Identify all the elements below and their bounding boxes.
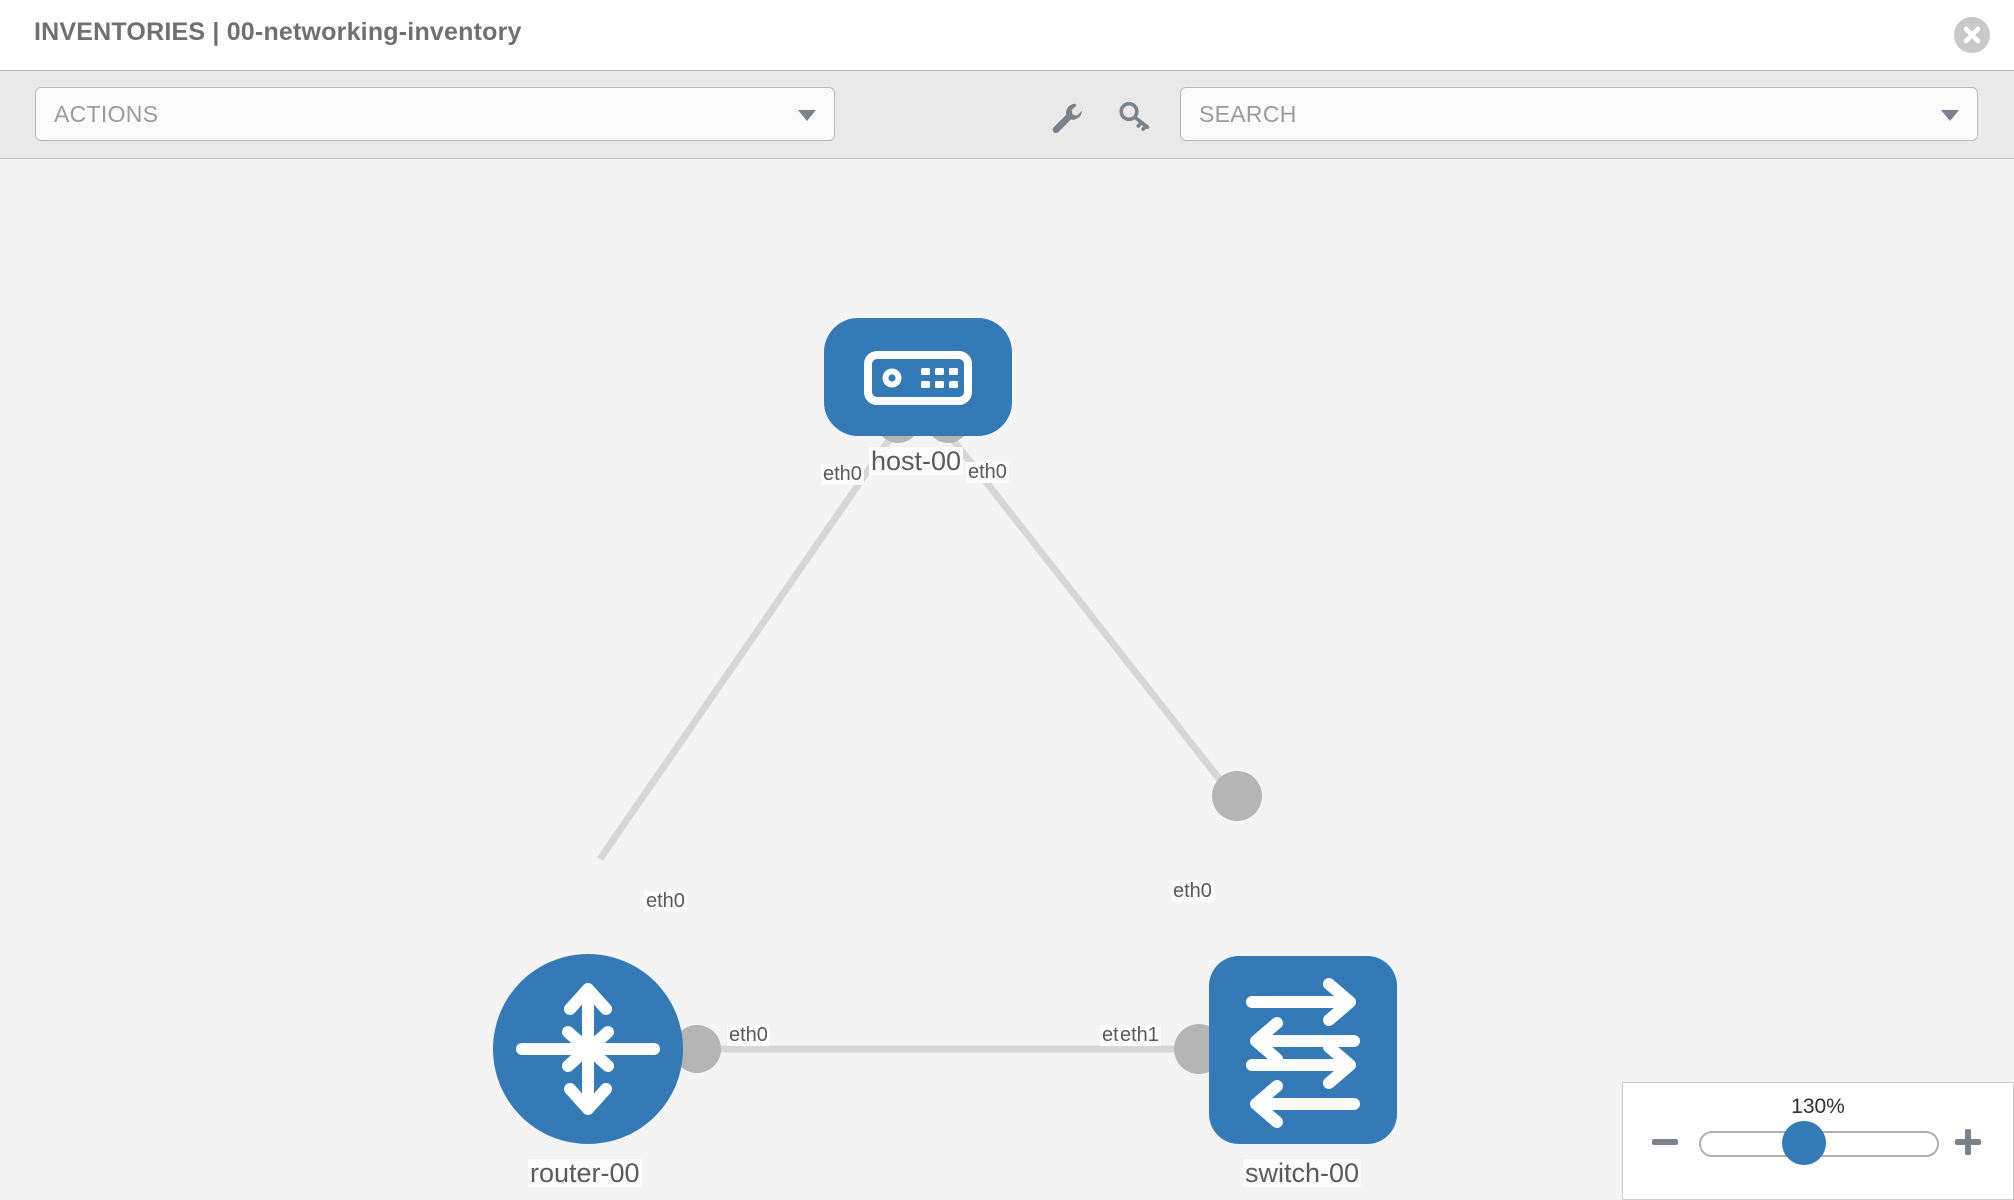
zoom-control-panel: 130%: [1622, 1082, 2014, 1200]
edge-label-host-left-eth: eth0: [821, 463, 864, 485]
edge-label-switch-up-eth: eth0: [1171, 880, 1214, 902]
port-switch-top: [1212, 771, 1262, 821]
edge-label-switch-left-eth-b: eth1: [1118, 1024, 1161, 1046]
node-label-switch-00: switch-00: [1243, 1158, 1362, 1188]
key-icon[interactable]: [1115, 97, 1155, 137]
zoom-level-label: 130%: [1791, 1095, 1845, 1118]
plus-icon[interactable]: [1953, 1127, 1983, 1157]
zoom-slider-thumb[interactable]: [1782, 1121, 1826, 1165]
node-router-00[interactable]: [493, 954, 683, 1144]
edge-label-router-right-eth: eth0: [727, 1024, 770, 1046]
link-host-router: [597, 415, 908, 861]
node-label-router-00: router-00: [528, 1158, 642, 1188]
topology-canvas[interactable]: host-00 router-00 switch-00 eth0 eth0 et…: [0, 159, 2014, 1200]
edge-label-host-right-eth: eth0: [966, 461, 1009, 483]
chevron-down-icon: [798, 110, 816, 121]
search-placeholder: SEARCH: [1199, 101, 1297, 127]
topology-graph: [493, 318, 1397, 1144]
toolbar: ACTIONS SEARCH: [0, 71, 2014, 159]
close-icon[interactable]: [1954, 17, 1990, 53]
edge-label-router-up-eth: eth0: [644, 890, 687, 912]
minus-icon[interactable]: [1650, 1127, 1680, 1157]
chevron-down-icon[interactable]: [1941, 110, 1959, 121]
page-title: INVENTORIES | 00-networking-inventory: [34, 18, 522, 46]
actions-dropdown-label: ACTIONS: [54, 101, 159, 127]
node-switch-00[interactable]: [1209, 956, 1397, 1144]
node-host-00[interactable]: [824, 318, 1012, 436]
search-input[interactable]: SEARCH: [1180, 87, 1978, 141]
port-router-right: [673, 1025, 721, 1073]
wrench-icon[interactable]: [1046, 97, 1086, 137]
page-header: INVENTORIES | 00-networking-inventory: [0, 0, 2014, 71]
node-label-host-00: host-00: [869, 446, 964, 476]
actions-dropdown[interactable]: ACTIONS: [35, 87, 835, 141]
